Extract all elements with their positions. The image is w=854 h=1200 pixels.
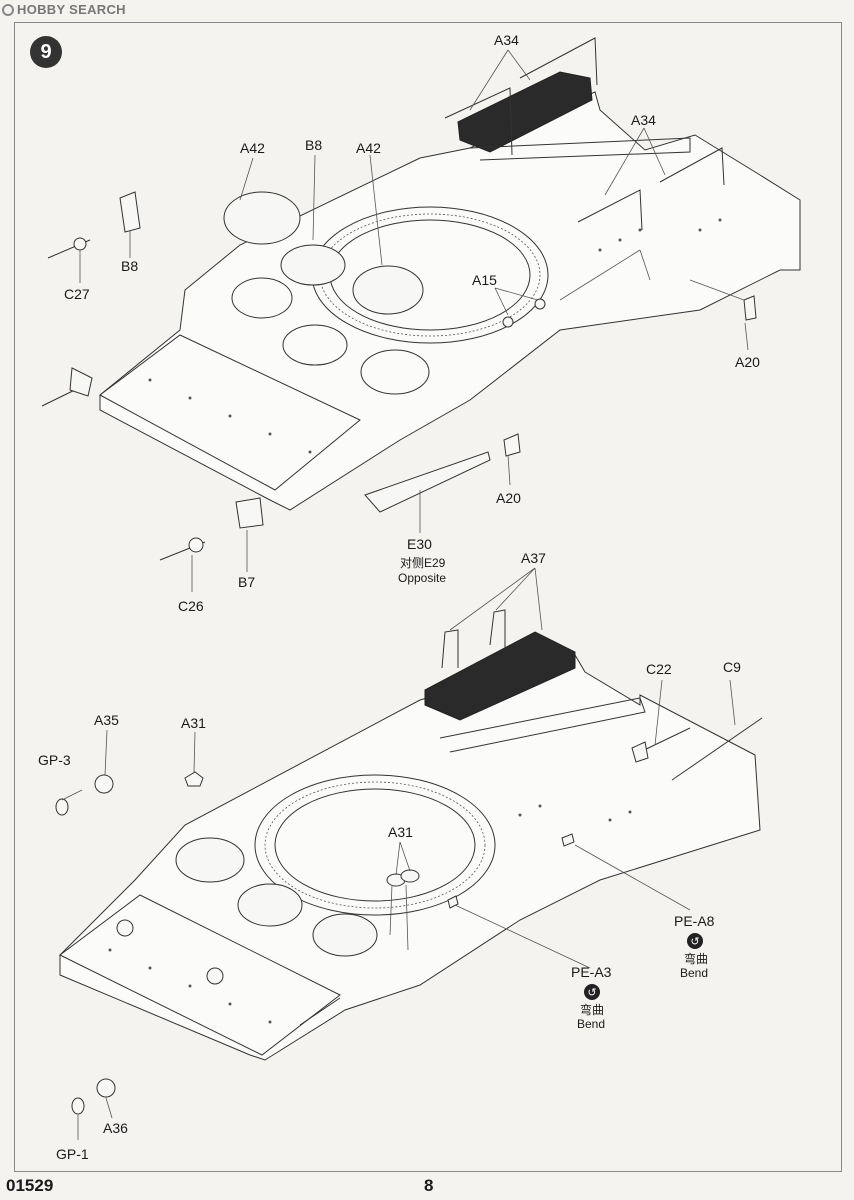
part-a35 [94, 774, 114, 794]
label-a42-right: A42 [356, 140, 381, 156]
kit-number: 01529 [6, 1176, 54, 1195]
label-a34-right: A34 [631, 112, 656, 128]
side-exhaust [299, 997, 341, 1026]
bottom-grille [424, 631, 576, 721]
handle-a37-1 [441, 629, 459, 669]
part-c9 [671, 717, 763, 781]
top-hatch-opening-3 [360, 349, 430, 395]
part-a31-top [184, 771, 204, 787]
side-plate-e30 [364, 451, 491, 513]
part-b7-mount [235, 497, 264, 529]
label-a31-top: A31 [181, 715, 206, 731]
bottom-turret-ring-outer [254, 774, 496, 916]
rear-gun-mount [69, 367, 93, 397]
bottom-turret-ring-teeth [264, 781, 486, 909]
label-c9: C9 [723, 659, 741, 675]
page-number: 8 [424, 1176, 434, 1195]
hatch-a42-left [223, 191, 301, 245]
top-grille [457, 71, 593, 153]
label-a36: A36 [103, 1120, 128, 1136]
label-c26: C26 [178, 598, 204, 614]
bottom-side-rail [439, 697, 646, 753]
watermark-logo-icon [2, 3, 14, 16]
label-a35: A35 [94, 712, 119, 728]
top-hull-assembly [41, 37, 801, 592]
label-b8-hatch: B8 [305, 137, 323, 153]
part-a20-bottom [503, 433, 521, 457]
label-pe-a8-bend: Bend [680, 966, 709, 980]
top-hatch-opening-1 [231, 277, 293, 319]
bottom-hull-assembly [55, 567, 763, 1140]
watermark-text: HOBBY SEARCH [17, 2, 126, 17]
part-c22 [639, 727, 691, 753]
label-a37: A37 [521, 550, 546, 566]
label-a31-center: A31 [388, 824, 413, 840]
hatch-a42-right [352, 265, 424, 315]
bottom-rear-deck [59, 894, 341, 1056]
part-a36 [96, 1078, 116, 1098]
part-gp1 [71, 1097, 85, 1115]
label-a42-left: A42 [240, 140, 265, 156]
part-b8-mount [119, 191, 141, 233]
part-a31-center-2 [400, 869, 420, 883]
part-c27-tip [73, 237, 87, 251]
part-a20-right [743, 295, 757, 321]
bottom-hull-body [59, 654, 761, 1061]
label-e30-note: 对侧E29 [400, 556, 446, 570]
top-rivets [148, 218, 722, 454]
label-pe-a3-bend-cn: 弯曲 [580, 1003, 605, 1017]
handle-a34-mid [519, 37, 598, 86]
part-a15-right [534, 298, 546, 310]
handle-a34-right-1 [577, 189, 643, 231]
label-b7: B7 [238, 574, 256, 590]
label-gp1: GP-1 [56, 1146, 89, 1162]
top-leader-lines [79, 49, 749, 592]
bend-icon: ↺ [687, 933, 703, 949]
part-gp3 [55, 798, 69, 816]
top-hull-body [99, 91, 801, 511]
step-number-badge: 9 [30, 36, 62, 68]
bend-icon: ↺ [584, 984, 600, 1000]
hatch-b8 [280, 244, 346, 286]
label-e30-opposite: Opposite [398, 571, 447, 585]
label-e30: E30 [407, 536, 432, 552]
top-hatch-opening-2 [282, 324, 348, 366]
handle-a34-right-2 [659, 147, 725, 186]
label-c27: C27 [64, 286, 90, 302]
bottom-hatch-1 [175, 837, 245, 883]
handle-a34-left [444, 87, 513, 156]
label-pe-a3-bend: Bend [577, 1017, 606, 1031]
top-rear-deck [99, 334, 361, 491]
label-b8-gun: B8 [121, 258, 139, 274]
side-cupola-1 [116, 919, 134, 937]
label-c22: C22 [646, 661, 672, 677]
side-cupola-2 [206, 967, 224, 985]
label-a34-left: A34 [494, 32, 519, 48]
label-pe-a8: PE-A8 [674, 913, 715, 929]
label-pe-a8-bend-cn: 弯曲 [684, 952, 709, 966]
label-a15: A15 [472, 272, 497, 288]
bottom-hatch-2 [237, 883, 303, 927]
bottom-hatch-3 [312, 913, 378, 957]
part-pe-a8 [561, 833, 575, 847]
label-pe-a3: PE-A3 [571, 964, 612, 980]
label-gp3: GP-3 [38, 752, 71, 768]
handle-a37-2 [489, 609, 506, 648]
part-a15-left [502, 316, 514, 328]
top-side-rail [469, 137, 691, 161]
bottom-turret-ring-inner [274, 788, 476, 902]
label-a20-bottom: A20 [496, 490, 521, 506]
bottom-leader-lines [61, 567, 736, 1140]
watermark: HOBBY SEARCH [2, 2, 126, 17]
page-frame [14, 22, 842, 1172]
part-c26-tip [188, 537, 204, 553]
label-a20-right: A20 [735, 354, 760, 370]
part-c22-head [631, 741, 649, 763]
bottom-rivets [108, 804, 632, 1024]
